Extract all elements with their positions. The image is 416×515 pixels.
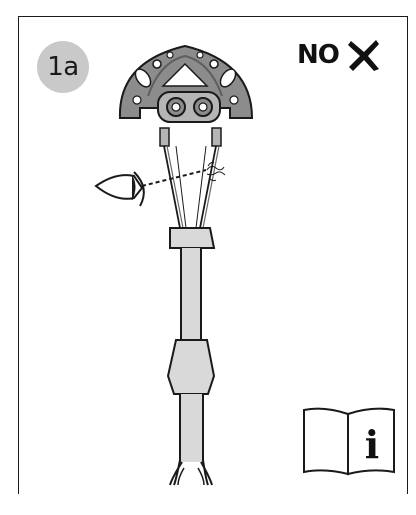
sling (166, 339, 216, 486)
cam-stem (169, 227, 216, 340)
figure-frame (18, 16, 408, 494)
cam-head (118, 44, 254, 123)
eye-icon (94, 169, 207, 207)
verdict: NO (297, 38, 381, 72)
frayed-cable-mark (206, 161, 226, 182)
step-label: 1a (47, 52, 79, 82)
cross-icon (347, 40, 379, 71)
instruction-manual-icon: i (303, 407, 395, 476)
verdict-label: NO (297, 40, 340, 70)
step-badge: 1a (37, 41, 89, 93)
info-glyph: i (365, 422, 379, 467)
trigger-cables (159, 127, 222, 229)
